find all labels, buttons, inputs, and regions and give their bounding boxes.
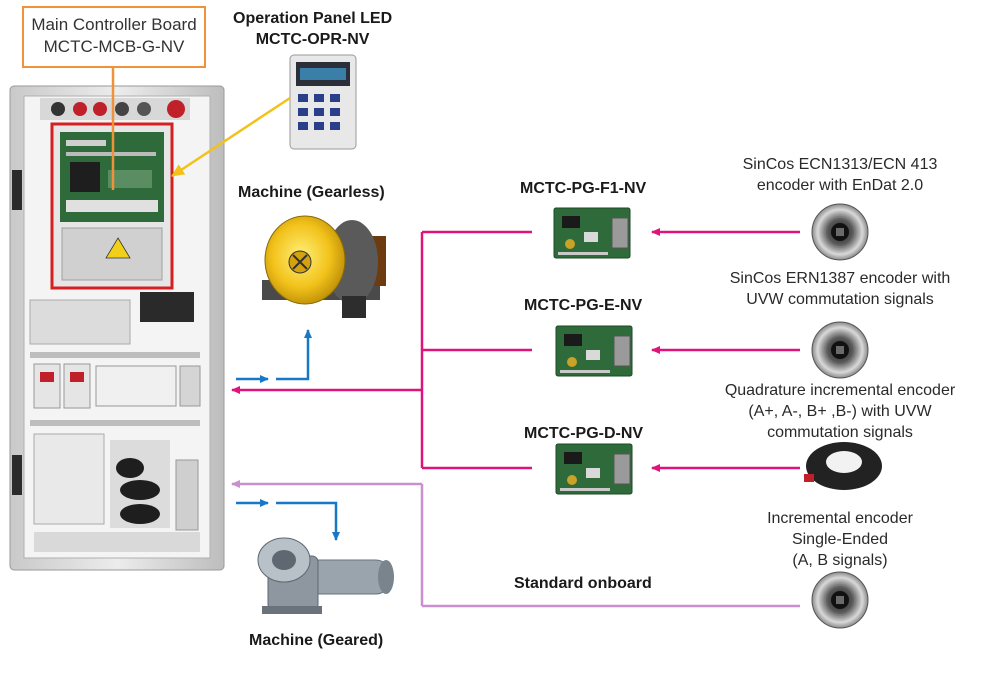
card-d-image bbox=[555, 443, 633, 495]
motor-drive-arrows bbox=[236, 329, 340, 541]
operation-panel-label: Operation Panel LED MCTC-OPR-NV bbox=[233, 8, 392, 50]
encoder-single-ended-label: Incremental encoder Single-Ended (A, B s… bbox=[740, 508, 940, 571]
pg-cards bbox=[553, 207, 633, 495]
encoder-endat-line2: encoder with EnDat 2.0 bbox=[756, 177, 924, 194]
standard-onboard-label: Standard onboard bbox=[514, 575, 652, 592]
card-d-label: MCTC-PG-D-NV bbox=[524, 425, 644, 442]
encoder-uvw-image bbox=[811, 321, 869, 379]
encoder-uvw-line2: UVW commutation signals bbox=[746, 291, 934, 308]
operation-panel-title: Operation Panel LED bbox=[233, 10, 393, 27]
encoder-endat-label: SinCos ECN1313/ECN 413 encoder with EnDa… bbox=[720, 154, 960, 196]
encoder-single-ended-line3: (A, B signals) bbox=[792, 552, 888, 569]
encoder-single-ended-line2: Single-Ended bbox=[791, 531, 889, 548]
encoder-uvw-label: SinCos ERN1387 encoder with UVW commutat… bbox=[712, 268, 968, 310]
encoder-endat-image bbox=[811, 203, 869, 261]
encoder-endat-line1: SinCos ECN1313/ECN 413 bbox=[742, 156, 938, 173]
encoder-single-ended-image bbox=[811, 571, 869, 629]
gearless-machine-image bbox=[262, 215, 386, 318]
encoder-quadrature-line3: commutation signals bbox=[767, 424, 913, 441]
encoder-quadrature-line2: (A+, A-, B+ ,B-) with UVW bbox=[748, 403, 932, 420]
magenta-feedback-bus bbox=[231, 230, 532, 470]
card-f1-image bbox=[553, 207, 631, 259]
machine-geared-label: Machine (Geared) bbox=[249, 632, 384, 649]
card-e-label: MCTC-PG-E-NV bbox=[524, 297, 643, 314]
main-board-label: Main Controller Board MCTC-MCB-G-NV bbox=[22, 6, 206, 68]
encoder-quadrature-line1: Quadrature incremental encoder bbox=[724, 382, 956, 399]
card-e-image bbox=[555, 325, 633, 377]
operation-panel-model: MCTC-OPR-NV bbox=[255, 31, 370, 48]
machine-gearless-label: Machine (Gearless) bbox=[238, 184, 385, 201]
main-board-title: Main Controller Board bbox=[31, 15, 197, 34]
geared-machine-image bbox=[257, 537, 394, 614]
main-board-model: MCTC-MCB-G-NV bbox=[43, 37, 185, 56]
encoder-uvw-line1: SinCos ERN1387 encoder with bbox=[729, 270, 951, 287]
encoder-quadrature-label: Quadrature incremental encoder (A+, A-, … bbox=[708, 380, 972, 443]
encoder-single-ended-line1: Incremental encoder bbox=[767, 510, 913, 527]
encoder-quadrature-image bbox=[804, 442, 882, 490]
card-f1-label: MCTC-PG-F1-NV bbox=[520, 180, 647, 197]
encoder-images bbox=[804, 203, 882, 629]
onboard-feedback-line bbox=[231, 480, 800, 608]
operation-panel-image bbox=[289, 54, 357, 150]
control-cabinet bbox=[9, 85, 225, 571]
encoder-to-card-arrows bbox=[651, 228, 800, 472]
panel-connection-arrow bbox=[171, 96, 291, 178]
